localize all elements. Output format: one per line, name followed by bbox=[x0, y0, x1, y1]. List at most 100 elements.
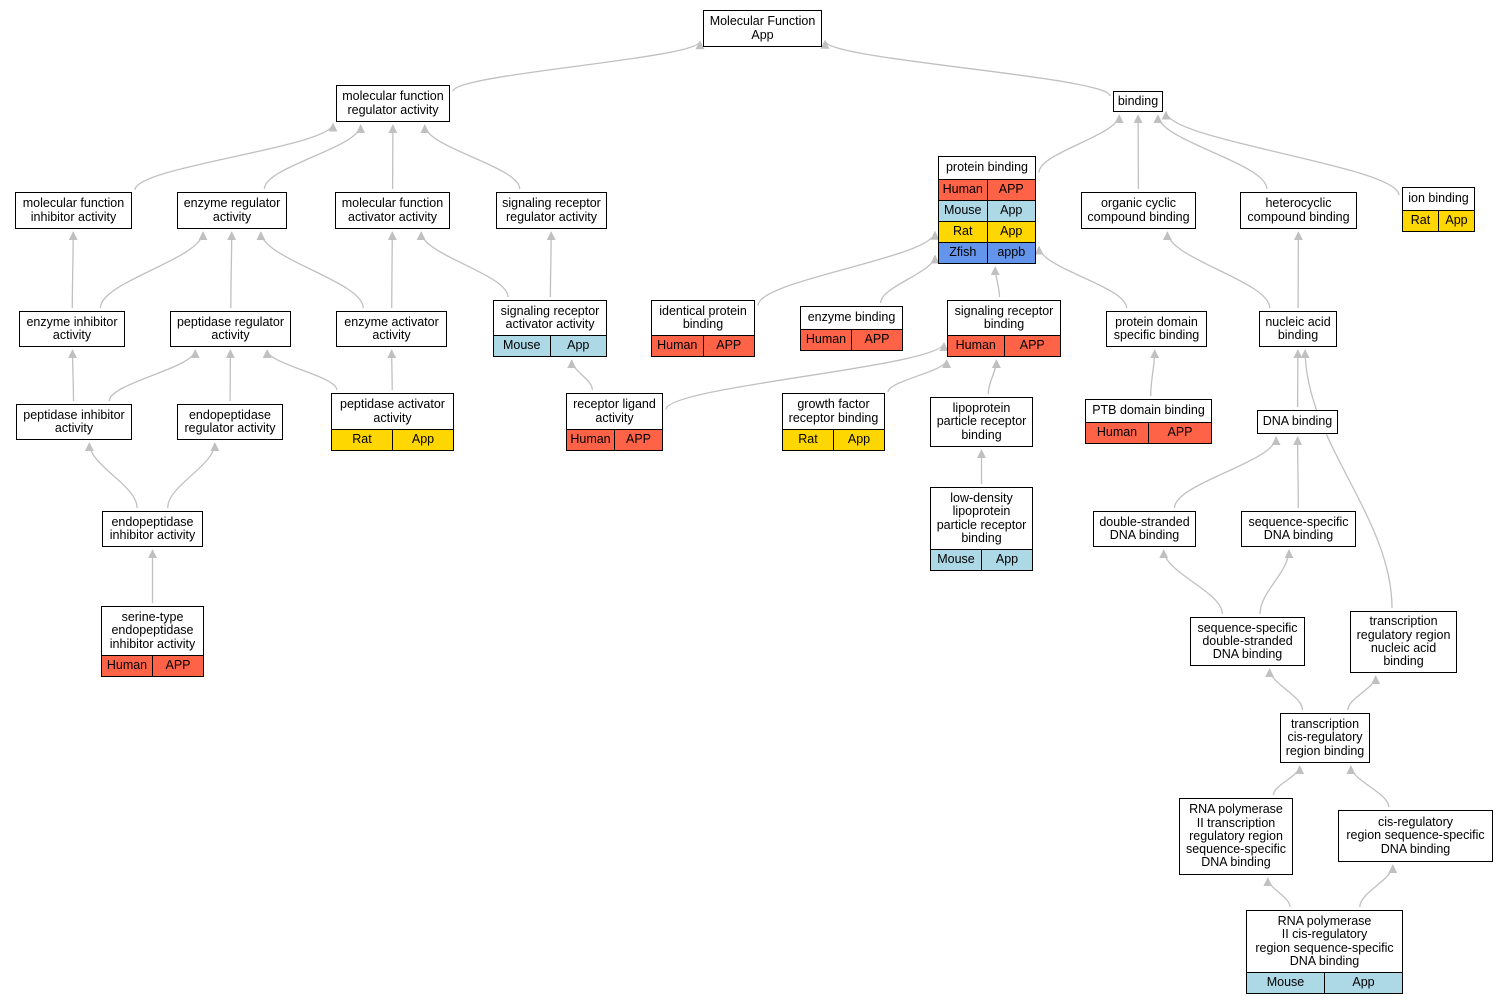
species-cell: Human bbox=[955, 338, 996, 353]
go-term-node-pia[interactable]: peptidase inhibitor activity bbox=[16, 404, 132, 440]
go-term-label: transcription cis-regulatory region bind… bbox=[1285, 717, 1365, 758]
go-term-node-ocb[interactable]: organic cyclic compound binding bbox=[1081, 192, 1196, 229]
gene-cell: APP bbox=[152, 656, 203, 676]
go-term-label: organic cyclic compound binding bbox=[1087, 196, 1190, 224]
gene-cell: APP bbox=[851, 330, 902, 350]
go-term-node-eia[interactable]: enzyme inhibitor activity bbox=[19, 311, 125, 347]
go-term-node-rnap2cr[interactable]: RNA polymerase II cis-regulatory region … bbox=[1246, 910, 1403, 994]
go-term-label: enzyme activator activity bbox=[344, 314, 439, 342]
go-term-label: enzyme inhibitor activity bbox=[26, 314, 118, 342]
species-cell: Rat bbox=[1410, 213, 1431, 228]
go-term-node-ldl[interactable]: low-density lipoprotein particle recepto… bbox=[930, 487, 1033, 571]
edge-ib-to-binding bbox=[1161, 110, 1400, 196]
go-term-node-lprb[interactable]: lipoprotein particle receptor binding bbox=[930, 397, 1033, 447]
go-term-label: Molecular Function App bbox=[709, 14, 816, 42]
gene-cell: APP bbox=[614, 430, 662, 450]
edge-ptb-to-pdsb bbox=[1150, 349, 1160, 397]
go-term-node-trrnab[interactable]: transcription regulatory region nucleic … bbox=[1350, 611, 1457, 673]
edge-ssdsdb-to-dsdb bbox=[1159, 549, 1223, 615]
species-cell: Human bbox=[570, 432, 611, 447]
edge-pra-to-era bbox=[227, 231, 237, 309]
go-term-node-rnap2tr[interactable]: RNA polymerase II transcription regulato… bbox=[1179, 798, 1293, 875]
go-term-node-era[interactable]: enzyme regulator activity bbox=[177, 192, 287, 229]
gene-cell: App bbox=[981, 550, 1032, 570]
gene-cell: APP bbox=[1003, 336, 1061, 356]
go-term-node-pdsb[interactable]: protein domain specific binding bbox=[1106, 311, 1207, 347]
go-term-label: serine-type endopeptidase inhibitor acti… bbox=[109, 610, 196, 651]
edge-rla-to-sraa bbox=[567, 359, 594, 391]
go-term-node-binding[interactable]: binding bbox=[1113, 91, 1163, 112]
edge-crrssdb-to-tcrrb bbox=[1346, 765, 1390, 808]
go-term-label: RNA polymerase II cis-regulatory region … bbox=[1255, 913, 1394, 968]
go-term-node-crrssdb[interactable]: cis-regulatory region sequence-specific … bbox=[1338, 810, 1493, 862]
go-term-label: protein domain specific binding bbox=[1113, 314, 1200, 342]
edge-epia-to-epra bbox=[167, 442, 220, 509]
go-term-label: low-density lipoprotein particle recepto… bbox=[936, 490, 1027, 545]
go-term-node-ssdsdb[interactable]: sequence-specific double-stranded DNA bi… bbox=[1190, 617, 1305, 666]
go-term-label: ion binding bbox=[1408, 191, 1469, 206]
edge-hcb-to-binding bbox=[1153, 114, 1268, 190]
go-term-node-pra[interactable]: peptidase regulator activity bbox=[170, 311, 291, 347]
go-term-label: cis-regulatory region sequence-specific … bbox=[1346, 815, 1485, 856]
go-term-node-mfaa[interactable]: molecular function activator activity bbox=[335, 192, 450, 229]
go-term-label: transcription regulatory region nucleic … bbox=[1356, 614, 1451, 669]
go-term-node-mf[interactable]: Molecular Function App bbox=[703, 10, 822, 47]
go-term-node-tcrrb[interactable]: transcription cis-regulatory region bind… bbox=[1280, 713, 1370, 763]
edge-eaa-to-mfaa bbox=[387, 231, 397, 309]
edge-lprb-to-srb bbox=[987, 359, 1001, 395]
go-term-node-stepia[interactable]: serine-type endopeptidase inhibitor acti… bbox=[101, 606, 204, 677]
go-term-label: sequence-specific DNA binding bbox=[1248, 514, 1349, 542]
go-term-label: molecular function inhibitor activity bbox=[22, 196, 125, 224]
go-term-node-nab[interactable]: nucleic acid binding bbox=[1259, 311, 1337, 347]
species-cell: Rat bbox=[798, 432, 818, 447]
edge-ssdb-to-dnab bbox=[1293, 436, 1303, 509]
edge-dsdb-to-dnab bbox=[1173, 436, 1281, 509]
edge-ipb-to-pb bbox=[757, 230, 940, 306]
species-cell: Mouse bbox=[943, 203, 982, 218]
go-term-label: RNA polymerase II transcription regulato… bbox=[1185, 802, 1287, 870]
go-term-node-hcb[interactable]: heterocyclic compound binding bbox=[1240, 192, 1357, 229]
go-term-label: receptor ligand activity bbox=[573, 397, 656, 425]
edge-rnap2cr-to-rnap2tr bbox=[1263, 877, 1291, 908]
go-term-node-mfia[interactable]: molecular function inhibitor activity bbox=[15, 192, 132, 229]
edge-pia-to-pra bbox=[108, 349, 200, 402]
go-term-node-epia[interactable]: endopeptidase inhibitor activity bbox=[102, 511, 203, 547]
edge-sraa-to-mfaa bbox=[416, 231, 509, 298]
go-term-node-epra[interactable]: endopeptidase regulator activity bbox=[177, 404, 283, 440]
edge-paa-to-pra bbox=[262, 349, 338, 391]
go-term-label: nucleic acid binding bbox=[1265, 314, 1331, 342]
species-cell: Rat bbox=[352, 432, 372, 447]
edge-nab-to-ocb bbox=[1162, 231, 1271, 309]
edge-ssdsdb-to-ssdb bbox=[1259, 549, 1294, 615]
species-cell: Human bbox=[805, 332, 847, 347]
edge-trrnab-to-nab bbox=[1300, 349, 1393, 609]
species-cell: Mouse bbox=[502, 338, 541, 353]
species-cell: Human bbox=[1096, 425, 1138, 440]
go-term-label: endopeptidase regulator activity bbox=[184, 407, 276, 435]
go-term-node-dnab[interactable]: DNA binding bbox=[1257, 410, 1338, 434]
go-term-node-ssdb[interactable]: sequence-specific DNA binding bbox=[1241, 511, 1356, 547]
go-term-node-dsdb[interactable]: double-stranded DNA binding bbox=[1093, 511, 1196, 547]
species-cell: Human bbox=[106, 658, 148, 673]
edge-mfia-to-mfra bbox=[134, 122, 338, 191]
edge-srra-to-mfra bbox=[420, 124, 521, 190]
go-term-node-mfra[interactable]: molecular function regulator activity bbox=[336, 85, 450, 122]
gene-cell: App bbox=[392, 430, 453, 450]
go-term-node-eaa[interactable]: enzyme activator activity bbox=[336, 311, 447, 347]
go-term-node-srra[interactable]: signaling receptor regulator activity bbox=[496, 192, 607, 229]
